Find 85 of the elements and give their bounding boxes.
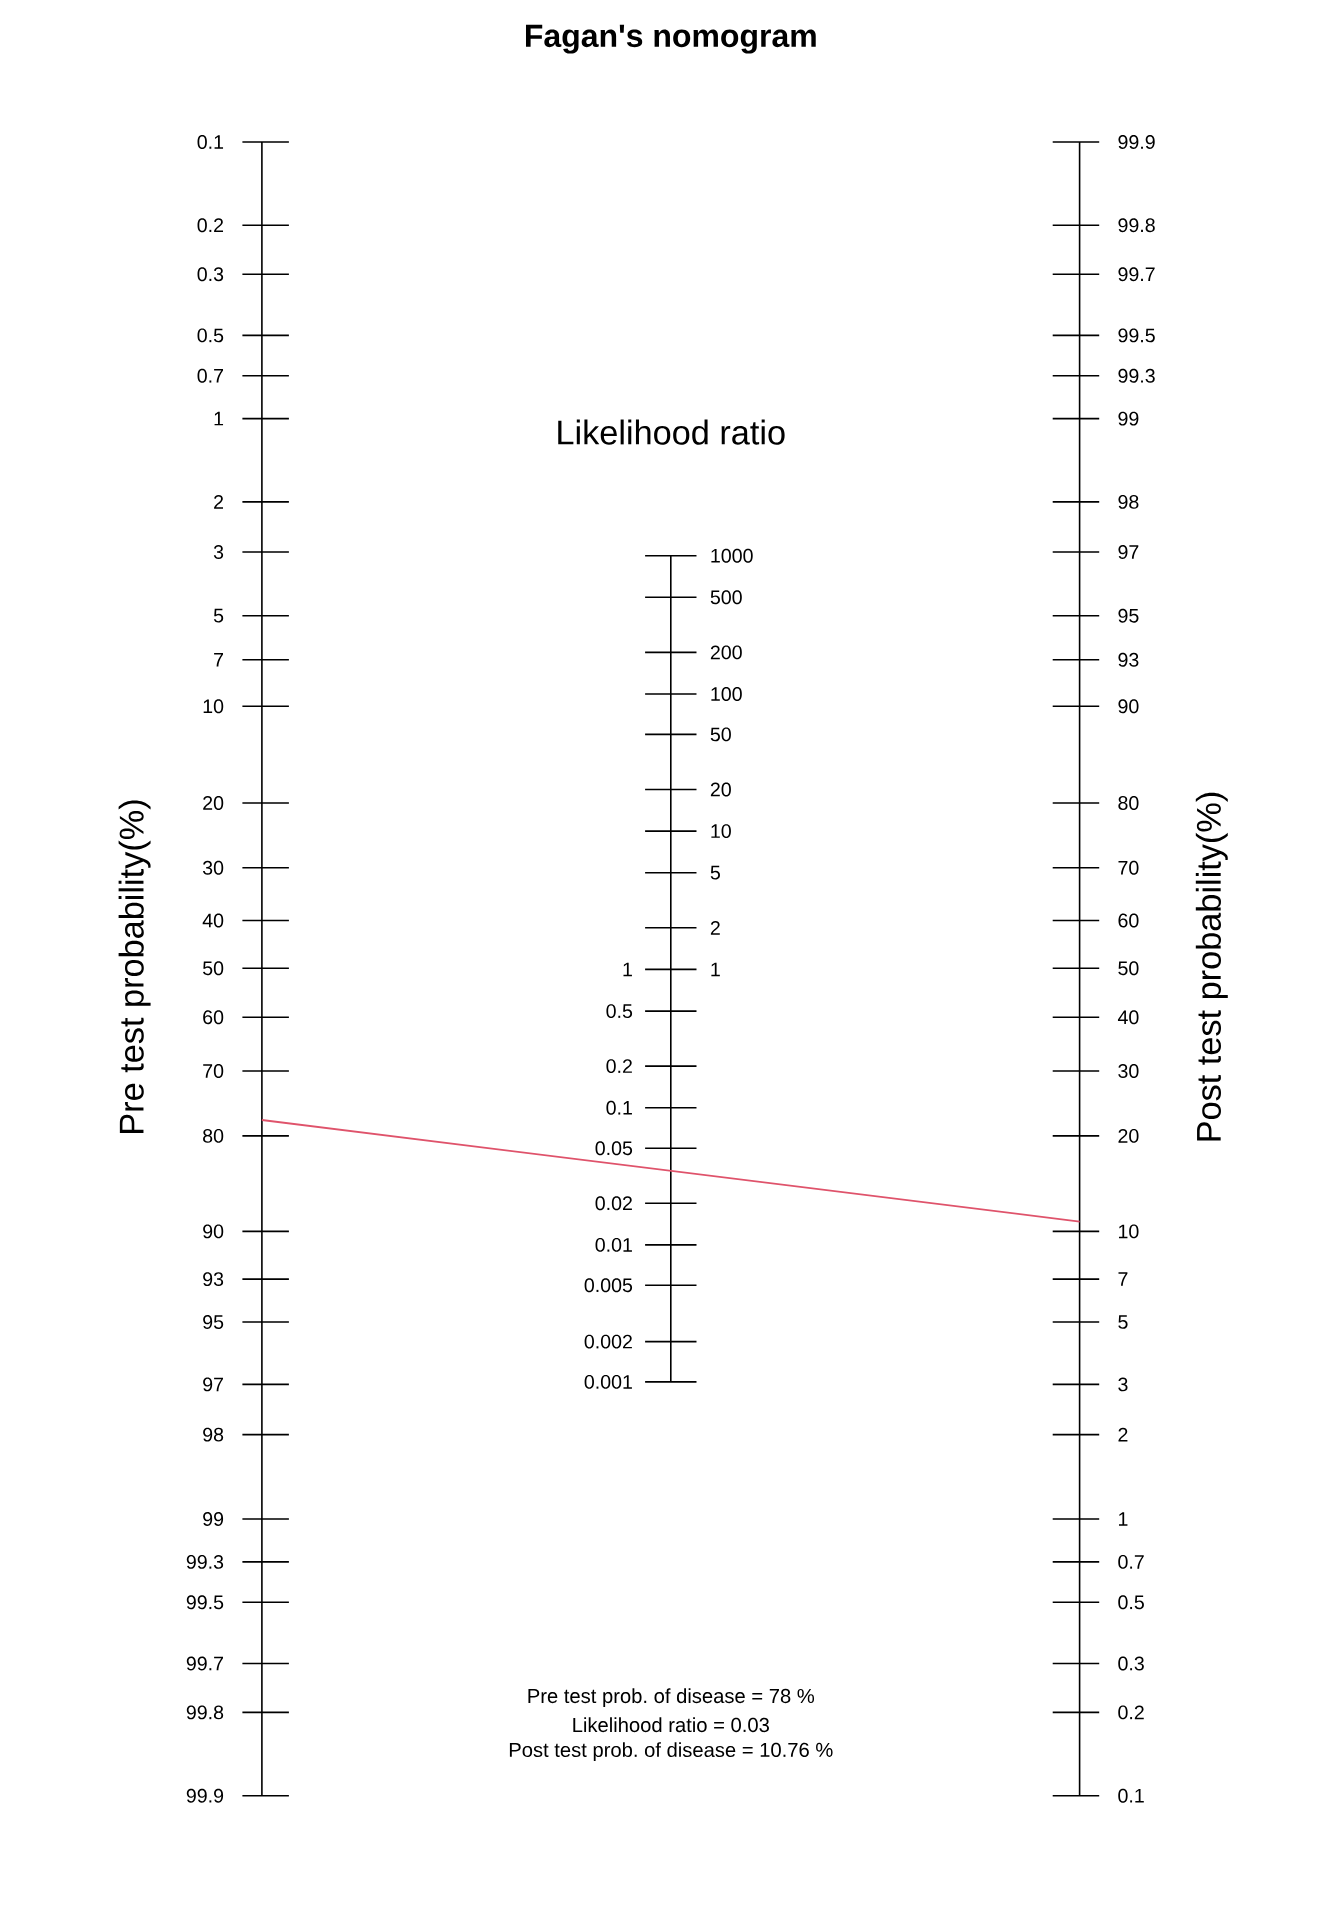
tick-label: 7 xyxy=(1118,1272,1128,1286)
tick-label: 2 xyxy=(214,495,223,509)
tick-label: 2 xyxy=(1118,1427,1128,1442)
note-text: Post test prob. of disease = 10.76 % xyxy=(509,1742,833,1761)
tick-label: 99.3 xyxy=(186,1554,224,1569)
tick-label: 98 xyxy=(203,1427,224,1442)
title: Fagan's nomogram xyxy=(526,24,816,54)
tick-label: 7 xyxy=(214,653,223,667)
tick-label: 5 xyxy=(213,608,224,623)
tick-label: 90 xyxy=(1118,699,1139,714)
tick-label: 500 xyxy=(710,590,742,605)
axis-title: Post test probability(%) xyxy=(1195,792,1228,1141)
tick-label: 40 xyxy=(202,913,224,928)
tick-label: 20 xyxy=(203,796,224,810)
tick-label: 95 xyxy=(203,1315,224,1329)
tick-label: 0.3 xyxy=(197,267,224,282)
tick-label: 93 xyxy=(203,1272,224,1287)
tick-label: 1000 xyxy=(711,548,753,563)
note-text: Likelihood ratio = 0.03 xyxy=(573,1717,769,1733)
tick-label: 0.5 xyxy=(606,1004,633,1019)
tick-label: 1 xyxy=(1119,1512,1128,1526)
tick-label: 99.9 xyxy=(1118,135,1155,149)
tick-label: 93 xyxy=(1118,652,1139,667)
tick-label: 0.01 xyxy=(595,1237,632,1252)
tick-label: 99.8 xyxy=(1118,218,1155,233)
tick-label: 0.2 xyxy=(197,218,223,233)
tick-label: 3 xyxy=(1118,1377,1128,1392)
axis-title: Pre test probability(%) xyxy=(118,800,151,1133)
tick-label: 50 xyxy=(203,961,224,976)
tick-label: 0.1 xyxy=(1118,1788,1144,1803)
tick-label: 97 xyxy=(203,1377,223,1392)
tick-label: 100 xyxy=(711,687,742,701)
tick-label: 0.02 xyxy=(595,1196,632,1211)
tick-label: 0.1 xyxy=(606,1100,632,1115)
tick-label: 60 xyxy=(203,1010,224,1025)
tick-label: 99.5 xyxy=(186,1595,224,1610)
tick-label: 99.7 xyxy=(1118,267,1155,282)
tick-label: 5 xyxy=(1118,1315,1128,1329)
tick-label: 99.9 xyxy=(186,1788,224,1803)
axis-title: Likelihood ratio xyxy=(558,419,785,445)
tick-label: 20 xyxy=(710,782,731,797)
tick-label: 97 xyxy=(1118,545,1139,559)
tick-label: 0.002 xyxy=(584,1334,632,1349)
tick-label: 20 xyxy=(1118,1128,1139,1143)
tick-label: 99 xyxy=(203,1512,224,1526)
tick-label: 0.3 xyxy=(1118,1656,1144,1671)
tick-label: 10 xyxy=(203,699,224,714)
tick-label: 30 xyxy=(1118,1064,1139,1078)
note-text: Pre test prob. of disease = 78 % xyxy=(528,1688,815,1708)
tick-label: 1 xyxy=(214,411,224,426)
tick-label: 98 xyxy=(1118,494,1139,509)
tick-label: 60 xyxy=(1118,913,1139,928)
tick-label: 50 xyxy=(710,727,731,742)
tick-label: 1 xyxy=(711,962,720,977)
tick-label: 3 xyxy=(213,545,224,559)
tick-label: 0.2 xyxy=(1118,1705,1144,1720)
tick-label: 40 xyxy=(1117,1010,1139,1025)
tick-label: 99.7 xyxy=(186,1656,223,1671)
tick-label: 0.05 xyxy=(595,1141,633,1156)
tick-label: 70 xyxy=(1118,860,1139,875)
tick-label: 99.5 xyxy=(1118,328,1155,343)
tick-label: 0.7 xyxy=(1118,1554,1144,1569)
tick-label: 30 xyxy=(202,860,224,875)
tick-label: 90 xyxy=(203,1224,224,1239)
tick-label: 99.3 xyxy=(1118,368,1155,383)
tick-label: 0.7 xyxy=(197,368,223,383)
tick-label: 0.5 xyxy=(1118,1595,1144,1610)
tick-label: 0.2 xyxy=(606,1059,632,1074)
tick-label: 99.8 xyxy=(186,1705,224,1720)
tick-label: 80 xyxy=(203,1128,224,1143)
tick-label: 200 xyxy=(710,645,742,660)
tick-label: 70 xyxy=(203,1064,224,1078)
tick-label: 95 xyxy=(1118,608,1139,623)
tick-label: 5 xyxy=(710,865,720,880)
tick-label: 0.1 xyxy=(197,135,224,149)
tick-label: 0.001 xyxy=(584,1374,632,1389)
tick-label: 0.5 xyxy=(197,328,224,343)
tick-label: 50 xyxy=(1118,961,1139,976)
tick-label: 2 xyxy=(710,920,720,935)
tick-label: 10 xyxy=(711,824,731,839)
tick-label: 0.005 xyxy=(584,1278,633,1293)
tick-label: 10 xyxy=(1119,1224,1139,1239)
tick-label: 99 xyxy=(1118,411,1139,426)
tick-label: 1 xyxy=(623,962,632,977)
tick-label: 80 xyxy=(1118,796,1139,810)
